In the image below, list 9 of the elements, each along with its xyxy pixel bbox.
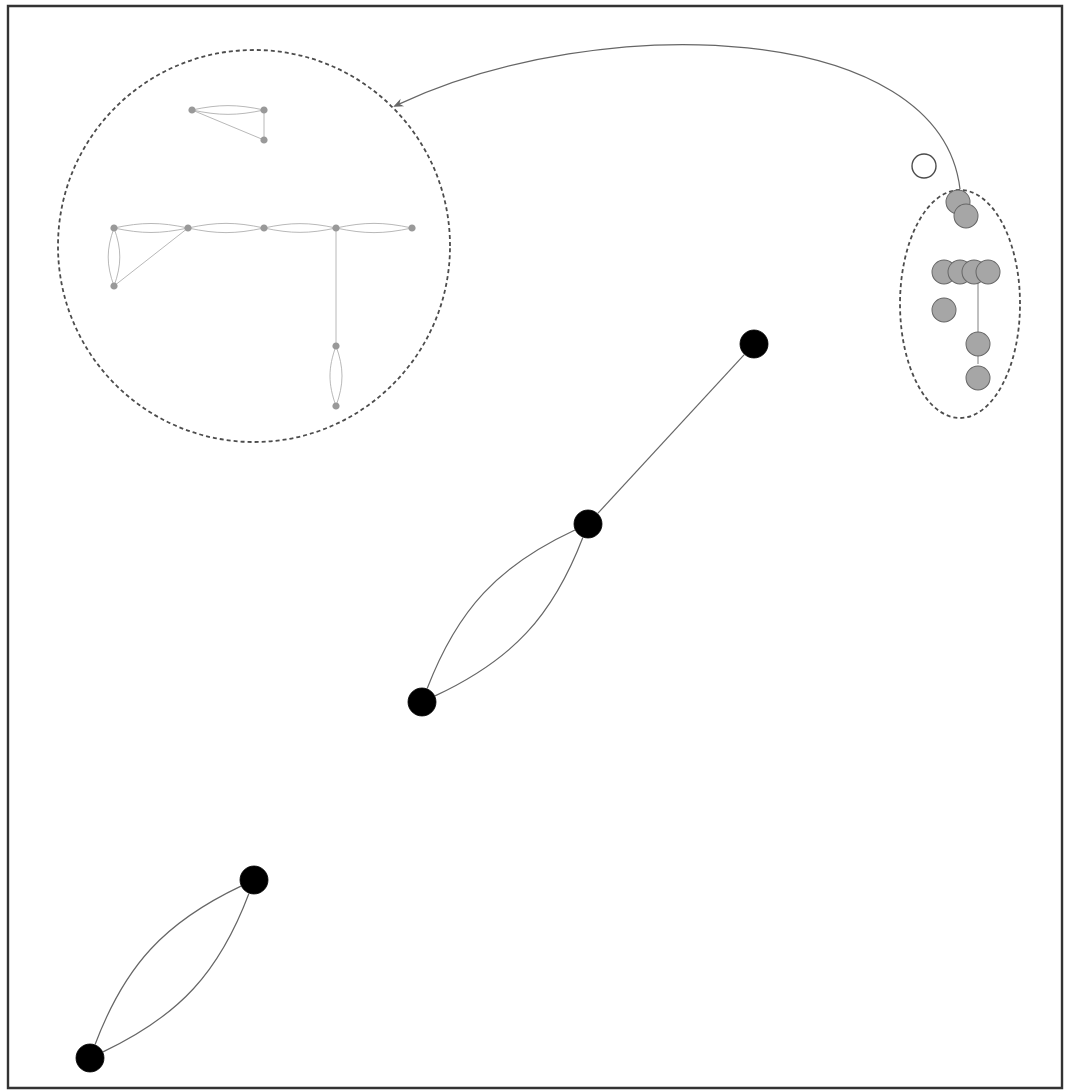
- empty-circle: [911, 153, 937, 179]
- vertex-dot: [739, 329, 769, 359]
- magnified-region: [899, 189, 1021, 419]
- magnified-region: [57, 49, 451, 443]
- vertex-dot: [407, 687, 437, 717]
- vertex-dot: [239, 865, 269, 895]
- vertex-dot: [573, 509, 603, 539]
- vertex-dot: [75, 1043, 105, 1073]
- edge-line: [597, 353, 745, 514]
